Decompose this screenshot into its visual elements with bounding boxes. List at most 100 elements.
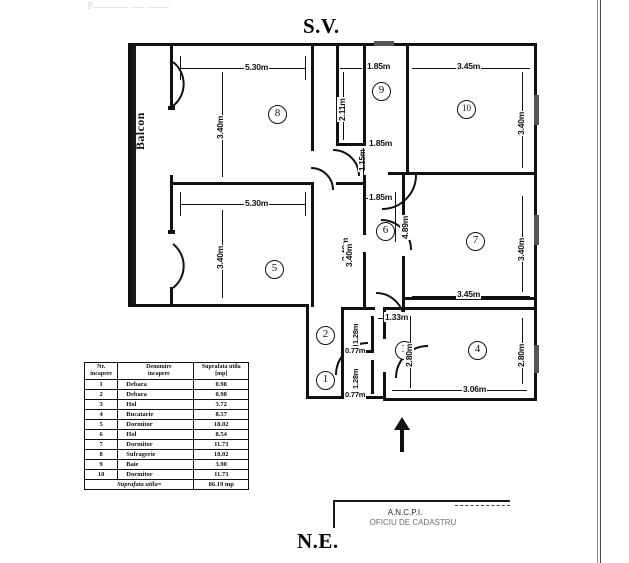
cell-room-name: Dormitor: [117, 439, 195, 450]
wall-outer-left: [128, 43, 131, 307]
dimline-306: [392, 390, 527, 391]
dim-340-r5: 3.40m: [215, 244, 225, 270]
wall-outer-bottom-left: [128, 304, 308, 307]
wall-balcony-right: [170, 46, 173, 106]
header-area: Suprafata utila [mp]: [193, 362, 249, 380]
cell-nr: 3: [83, 399, 119, 410]
room-schedule-table: Nr. incapere Denumire incapere Suprafata…: [83, 362, 249, 490]
orientation-label-sv: S.V.: [303, 14, 340, 38]
wall-room6-right-2: [402, 256, 405, 316]
dim-340-r8: 3.40m: [215, 114, 225, 140]
ancpi-office-label: OFICIU DE CADASTRU: [369, 518, 457, 527]
cut-off-header-text: p________ ___ _____: [88, 0, 169, 9]
header-area-line1: Suprafata utila: [201, 364, 241, 370]
wall-between-8-and-5: [170, 182, 314, 185]
header-nr-line2: incapere: [90, 371, 113, 377]
dimtick-530-top-l: [180, 56, 181, 80]
dim-133: 1.33m: [384, 312, 410, 322]
dim-185-mid: 1.85m: [368, 138, 394, 148]
dimtick-530-top-r: [305, 56, 306, 80]
dim-345-b: 3.45m: [456, 289, 482, 299]
room-number-5: 5: [265, 260, 284, 279]
wall-balcony-door-jamb-2: [168, 230, 175, 234]
cell-room-name: Hol: [117, 399, 195, 410]
cell-room-name: Bucatarie: [117, 409, 195, 420]
dim-185-r6: 1.85m: [368, 192, 394, 202]
ancpi-stamp-dash: [455, 505, 510, 506]
wall-outer-bottom-right: [383, 398, 537, 401]
dim-530-mid: 5.30m: [244, 198, 270, 208]
total-value: 86.19 mp: [193, 479, 249, 490]
cell-area: 3.90: [193, 459, 249, 470]
dim-077-a: 0.77m: [344, 346, 367, 355]
cell-area: 11.73: [193, 439, 249, 450]
cell-nr: 8: [83, 449, 119, 460]
dim-530-top: 5.30m: [244, 62, 270, 72]
cell-room-name: Dormitor: [117, 469, 195, 480]
room-number-4: 4: [468, 341, 487, 360]
wall-closet-right-2: [371, 360, 374, 394]
header-nr-line1: Nr.: [97, 364, 106, 370]
cell-nr: 4: [83, 409, 119, 420]
cell-area: 0.98: [193, 379, 249, 390]
dimline-115: [363, 148, 364, 176]
room-number-2: 2: [316, 326, 335, 345]
dim-280-r3: 2.80m: [404, 342, 414, 368]
wall-room3-right: [383, 307, 386, 339]
page-border-right: [600, 0, 601, 563]
wall-room6-left: [363, 175, 366, 235]
dimline-530-mid: [180, 204, 305, 205]
cell-nr: 1: [83, 379, 119, 390]
page-border-right-inner: [597, 0, 598, 563]
balcony-hatch-wall: [131, 46, 136, 304]
cell-room-name: Debara: [117, 379, 195, 390]
cell-room-name: Dormitor: [117, 419, 195, 430]
dim-128-a: 1.28m: [351, 322, 360, 345]
orientation-label-ne: N.E.: [297, 529, 339, 553]
cell-room-name: Debara: [117, 389, 195, 400]
cell-area: 18.02: [193, 449, 249, 460]
dim-128-b: 1.28m: [351, 367, 360, 390]
cell-area: 11.73: [193, 469, 249, 480]
room-number-8: 8: [268, 105, 287, 124]
cell-area: 3.72: [193, 399, 249, 410]
wall-room6-right: [402, 175, 405, 235]
room-number-6: 6: [376, 222, 395, 241]
header-nr: Nr. incapere: [83, 362, 119, 380]
dimline-530-top: [180, 68, 305, 69]
dim-340-r10: 3.40m: [516, 110, 526, 136]
dimline-489-r6: [395, 192, 396, 242]
dimtick-530-mid-l: [180, 192, 181, 216]
wall-room6-top: [336, 182, 366, 185]
window-right-room7: [534, 215, 539, 245]
wall-balcony-right-3: [170, 287, 173, 307]
wall-outer-top: [128, 43, 537, 46]
header-name: Denumire incapere: [117, 362, 195, 380]
cell-room-name: Baie: [117, 459, 195, 470]
total-label: Suprafata utila=: [83, 479, 195, 490]
window-right-room4: [534, 345, 539, 373]
cell-area: 18.02: [193, 419, 249, 430]
table-total-row: Suprafata utila= 86.19 mp: [83, 479, 249, 490]
window-top-room9: [374, 41, 394, 46]
cell-area: 8.57: [193, 409, 249, 420]
wall-balcony-right-2: [170, 175, 173, 230]
header-area-line2: [mp]: [215, 371, 228, 377]
wall-right-of-room5: [311, 182, 314, 307]
dim-211-r9: 2.11m: [337, 97, 347, 122]
wall-right-of-room8: [311, 46, 314, 151]
wall-room9-right: [363, 46, 366, 146]
cell-nr: 7: [83, 439, 119, 450]
cell-nr: 2: [83, 389, 119, 400]
wall-closet-right-1: [371, 316, 374, 350]
cell-room-name: Sufragerie: [117, 449, 195, 460]
ancpi-stamp-box: [333, 500, 510, 528]
dim-340-r6-right: 3.40m: [344, 242, 354, 268]
